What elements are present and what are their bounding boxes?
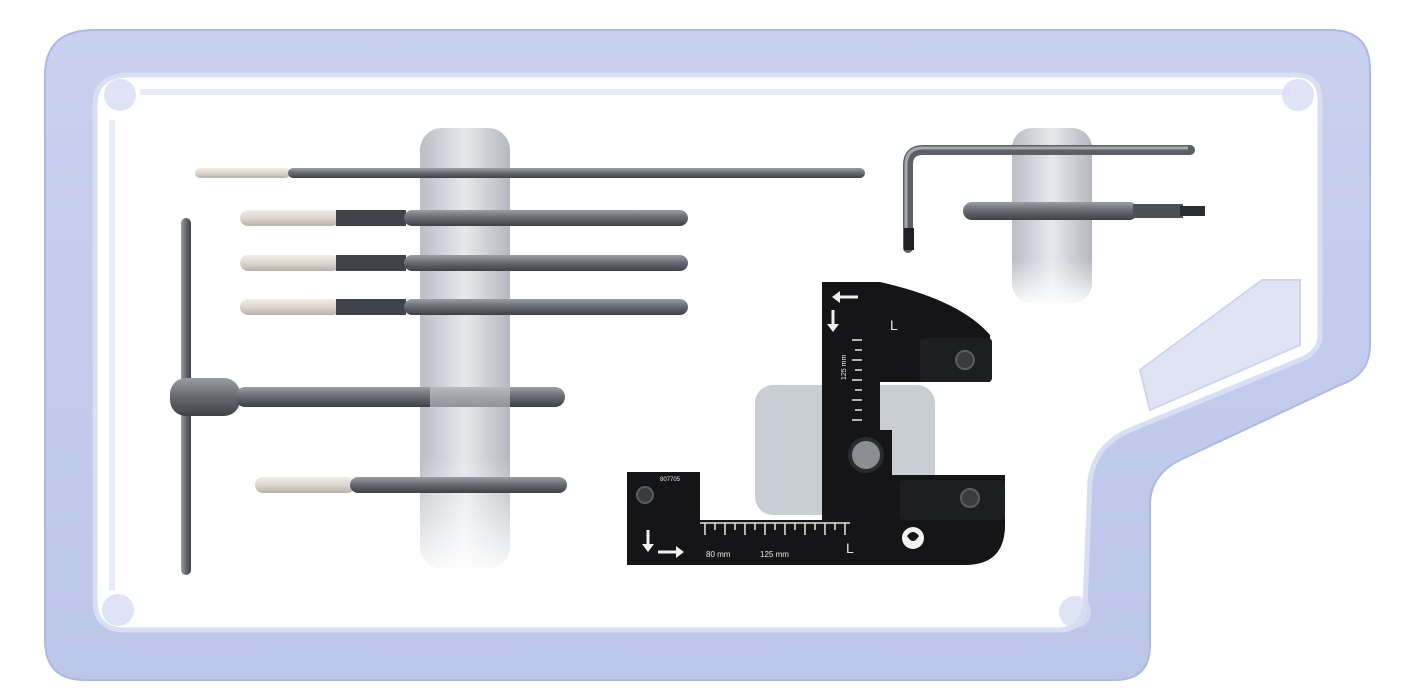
lower-locking-screw [960, 488, 980, 508]
pivot-knob [848, 437, 884, 473]
alignment-guide: L L 80 mm 125 mm 125 mm 807705 [627, 282, 1005, 565]
direction-arrow-icons [642, 291, 858, 558]
vertical-scale-ticks [852, 339, 862, 421]
part-number: 807705 [660, 477, 681, 483]
scale-label-vertical: 125 mm [841, 355, 848, 380]
horizontal-scale-ticks [700, 522, 850, 535]
holding-clip-left-fade [420, 128, 510, 568]
short-pin [255, 477, 567, 493]
upper-locking-screw [955, 350, 975, 370]
left-locking-screw [636, 486, 654, 504]
threaded-pin-3 [240, 299, 688, 315]
threaded-pin-2 [240, 255, 688, 271]
side-mark-bottom: L [846, 540, 854, 556]
t-handle-wrench [170, 218, 565, 575]
side-mark-top: L [890, 317, 898, 333]
scale-label-right: 125 mm [760, 550, 789, 559]
tray-corner-highlights [102, 79, 1314, 628]
threaded-pin-1 [240, 210, 688, 226]
tray-step-ridge [1138, 279, 1301, 412]
long-guide-wire [195, 168, 865, 178]
scale-label-left: 80 mm [706, 550, 731, 559]
lower-locking-block [900, 480, 1005, 520]
tray-inner-highlight [109, 89, 1290, 590]
hex-key [903, 145, 1195, 253]
screwdriver-bit [963, 202, 1205, 220]
